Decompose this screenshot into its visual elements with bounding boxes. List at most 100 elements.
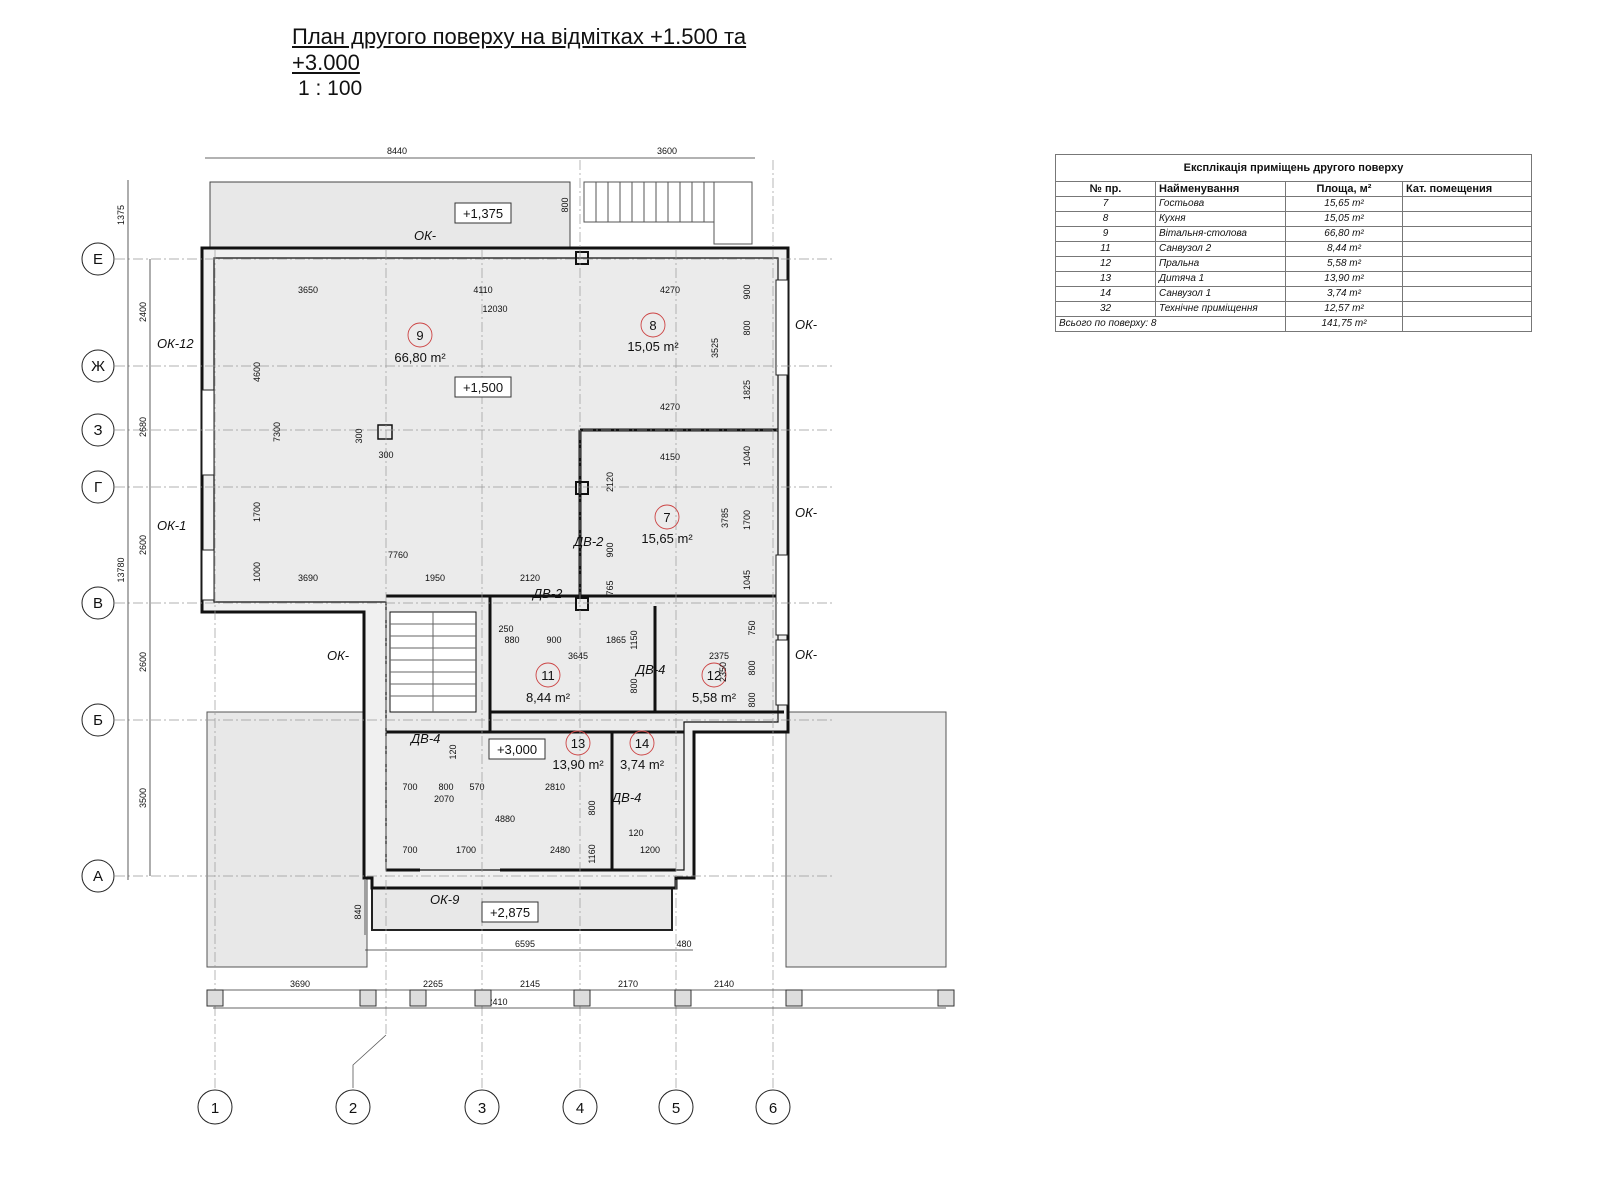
room-area: 13,90 m² xyxy=(552,757,604,772)
door-label: ДВ-4 xyxy=(610,790,641,805)
dim-text: 12030 xyxy=(482,304,507,314)
room-area: 66,80 m² xyxy=(394,350,446,365)
dim-text: 570 xyxy=(469,782,484,792)
axis-label-1: 1 xyxy=(211,1100,219,1117)
dim-text: 700 xyxy=(402,782,417,792)
door-label: ДВ-2 xyxy=(572,534,604,549)
level-boxes xyxy=(454,202,546,923)
dim-text: 4150 xyxy=(660,452,680,462)
dim-text: 120 xyxy=(448,744,458,759)
room-no: 11 xyxy=(1055,241,1156,257)
room-name: Технічне приміщення xyxy=(1155,301,1286,317)
room-category xyxy=(1402,211,1532,227)
room-number: 9 xyxy=(416,328,423,343)
dim-text: 8440 xyxy=(387,146,407,156)
dim-text: 250 xyxy=(498,624,513,634)
schedule-header: Площа, м² xyxy=(1285,181,1403,197)
dim-text: 700 xyxy=(402,845,417,855)
level-mark: +3,000 xyxy=(497,742,537,757)
building-walls xyxy=(200,246,790,890)
stair-inner xyxy=(390,612,476,712)
dim-text: 2120 xyxy=(605,472,615,492)
dim-text: 1950 xyxy=(425,573,445,583)
dim-text: 800 xyxy=(742,320,752,335)
dim-text: 13780 xyxy=(116,557,126,582)
terrace-top xyxy=(209,181,571,249)
room-area: 66,80 m² xyxy=(1285,226,1403,242)
dim-text: 4110 xyxy=(473,285,492,295)
room-no: 32 xyxy=(1055,301,1156,317)
dim-text: 120 xyxy=(628,828,643,838)
room-category xyxy=(1402,226,1532,242)
room-name: Гостьова xyxy=(1155,196,1286,212)
column xyxy=(575,597,589,611)
axis-2-leader xyxy=(352,1034,387,1088)
window-label: ОК-12 xyxy=(157,336,194,351)
dim-text: 1375 xyxy=(116,205,126,225)
drawing-title-line-2: +3.000 xyxy=(292,50,360,75)
room-category xyxy=(1402,196,1532,212)
dim-text: 12410 xyxy=(482,997,507,1007)
dim-text: 2810 xyxy=(545,782,565,792)
door-label: ДВ-4 xyxy=(409,731,440,746)
room-category xyxy=(1402,241,1532,257)
room-name: Санвузол 2 xyxy=(1155,241,1286,257)
dim-text: 1700 xyxy=(252,502,262,522)
room-area: 12,57 m² xyxy=(1285,301,1403,317)
dim-text: 7300 xyxy=(272,422,282,442)
schedule-title: Експлікація приміщень другого поверху xyxy=(1055,154,1532,182)
axis-label-g: Г xyxy=(94,479,102,496)
dim-text: 4600 xyxy=(252,362,262,382)
dim-text: 3650 xyxy=(298,285,318,295)
axis-label-zh: Ж xyxy=(91,358,105,375)
window-label: ОК- xyxy=(795,505,818,520)
room-area: 5,58 m² xyxy=(1285,256,1403,272)
dim-text: 900 xyxy=(546,635,561,645)
room-name: Санвузол 1 xyxy=(1155,286,1286,302)
dim-text: 800 xyxy=(587,800,597,815)
room-number: 12 xyxy=(707,668,721,683)
axis-label-v: В xyxy=(93,595,103,612)
room-number: 8 xyxy=(649,318,656,333)
dim-text: 900 xyxy=(605,542,615,557)
dim-text: 1200 xyxy=(640,845,660,855)
total-empty xyxy=(1402,316,1532,332)
axis-label-6: 6 xyxy=(769,1100,777,1117)
terrace-left xyxy=(206,711,368,968)
dim-text: 765 xyxy=(605,580,615,595)
axis-label-b: Б xyxy=(93,712,103,729)
room-area: 3,74 m² xyxy=(1285,286,1403,302)
piers xyxy=(206,989,955,1007)
room-no: 13 xyxy=(1055,271,1156,287)
window-label: ОК- xyxy=(795,647,818,662)
dim-text: 800 xyxy=(629,678,639,693)
dim-text: 900 xyxy=(742,284,752,299)
room-area: 15,65 m² xyxy=(1285,196,1403,212)
dim-text: 2265 xyxy=(423,979,443,989)
dim-text: 4880 xyxy=(495,814,515,824)
dim-text: 2145 xyxy=(520,979,540,989)
dim-text: 2120 xyxy=(520,573,540,583)
schedule-header: № пр. xyxy=(1055,181,1156,197)
room-no: 12 xyxy=(1055,256,1156,272)
window-label: ОК- xyxy=(795,317,818,332)
room-markers xyxy=(407,312,727,756)
total-area: 141,75 m² xyxy=(1285,316,1403,332)
windows xyxy=(201,279,789,706)
dim-text: 800 xyxy=(560,197,570,212)
column xyxy=(575,481,589,495)
dim-text: 1160 xyxy=(587,844,597,863)
stair-top xyxy=(583,181,753,245)
room-category xyxy=(1402,271,1532,287)
window-label: ОК- xyxy=(327,648,350,663)
room-name: Пральна xyxy=(1155,256,1286,272)
room-number: 7 xyxy=(663,510,670,525)
dim-text: 2070 xyxy=(434,794,454,804)
room-name: Дитяча 1 xyxy=(1155,271,1286,287)
drawing-title-block: План другого поверху на відмітках +1.500… xyxy=(292,24,746,102)
total-label: Всього по поверху: 8 xyxy=(1055,316,1286,332)
room-area: 8,44 m² xyxy=(1285,241,1403,257)
